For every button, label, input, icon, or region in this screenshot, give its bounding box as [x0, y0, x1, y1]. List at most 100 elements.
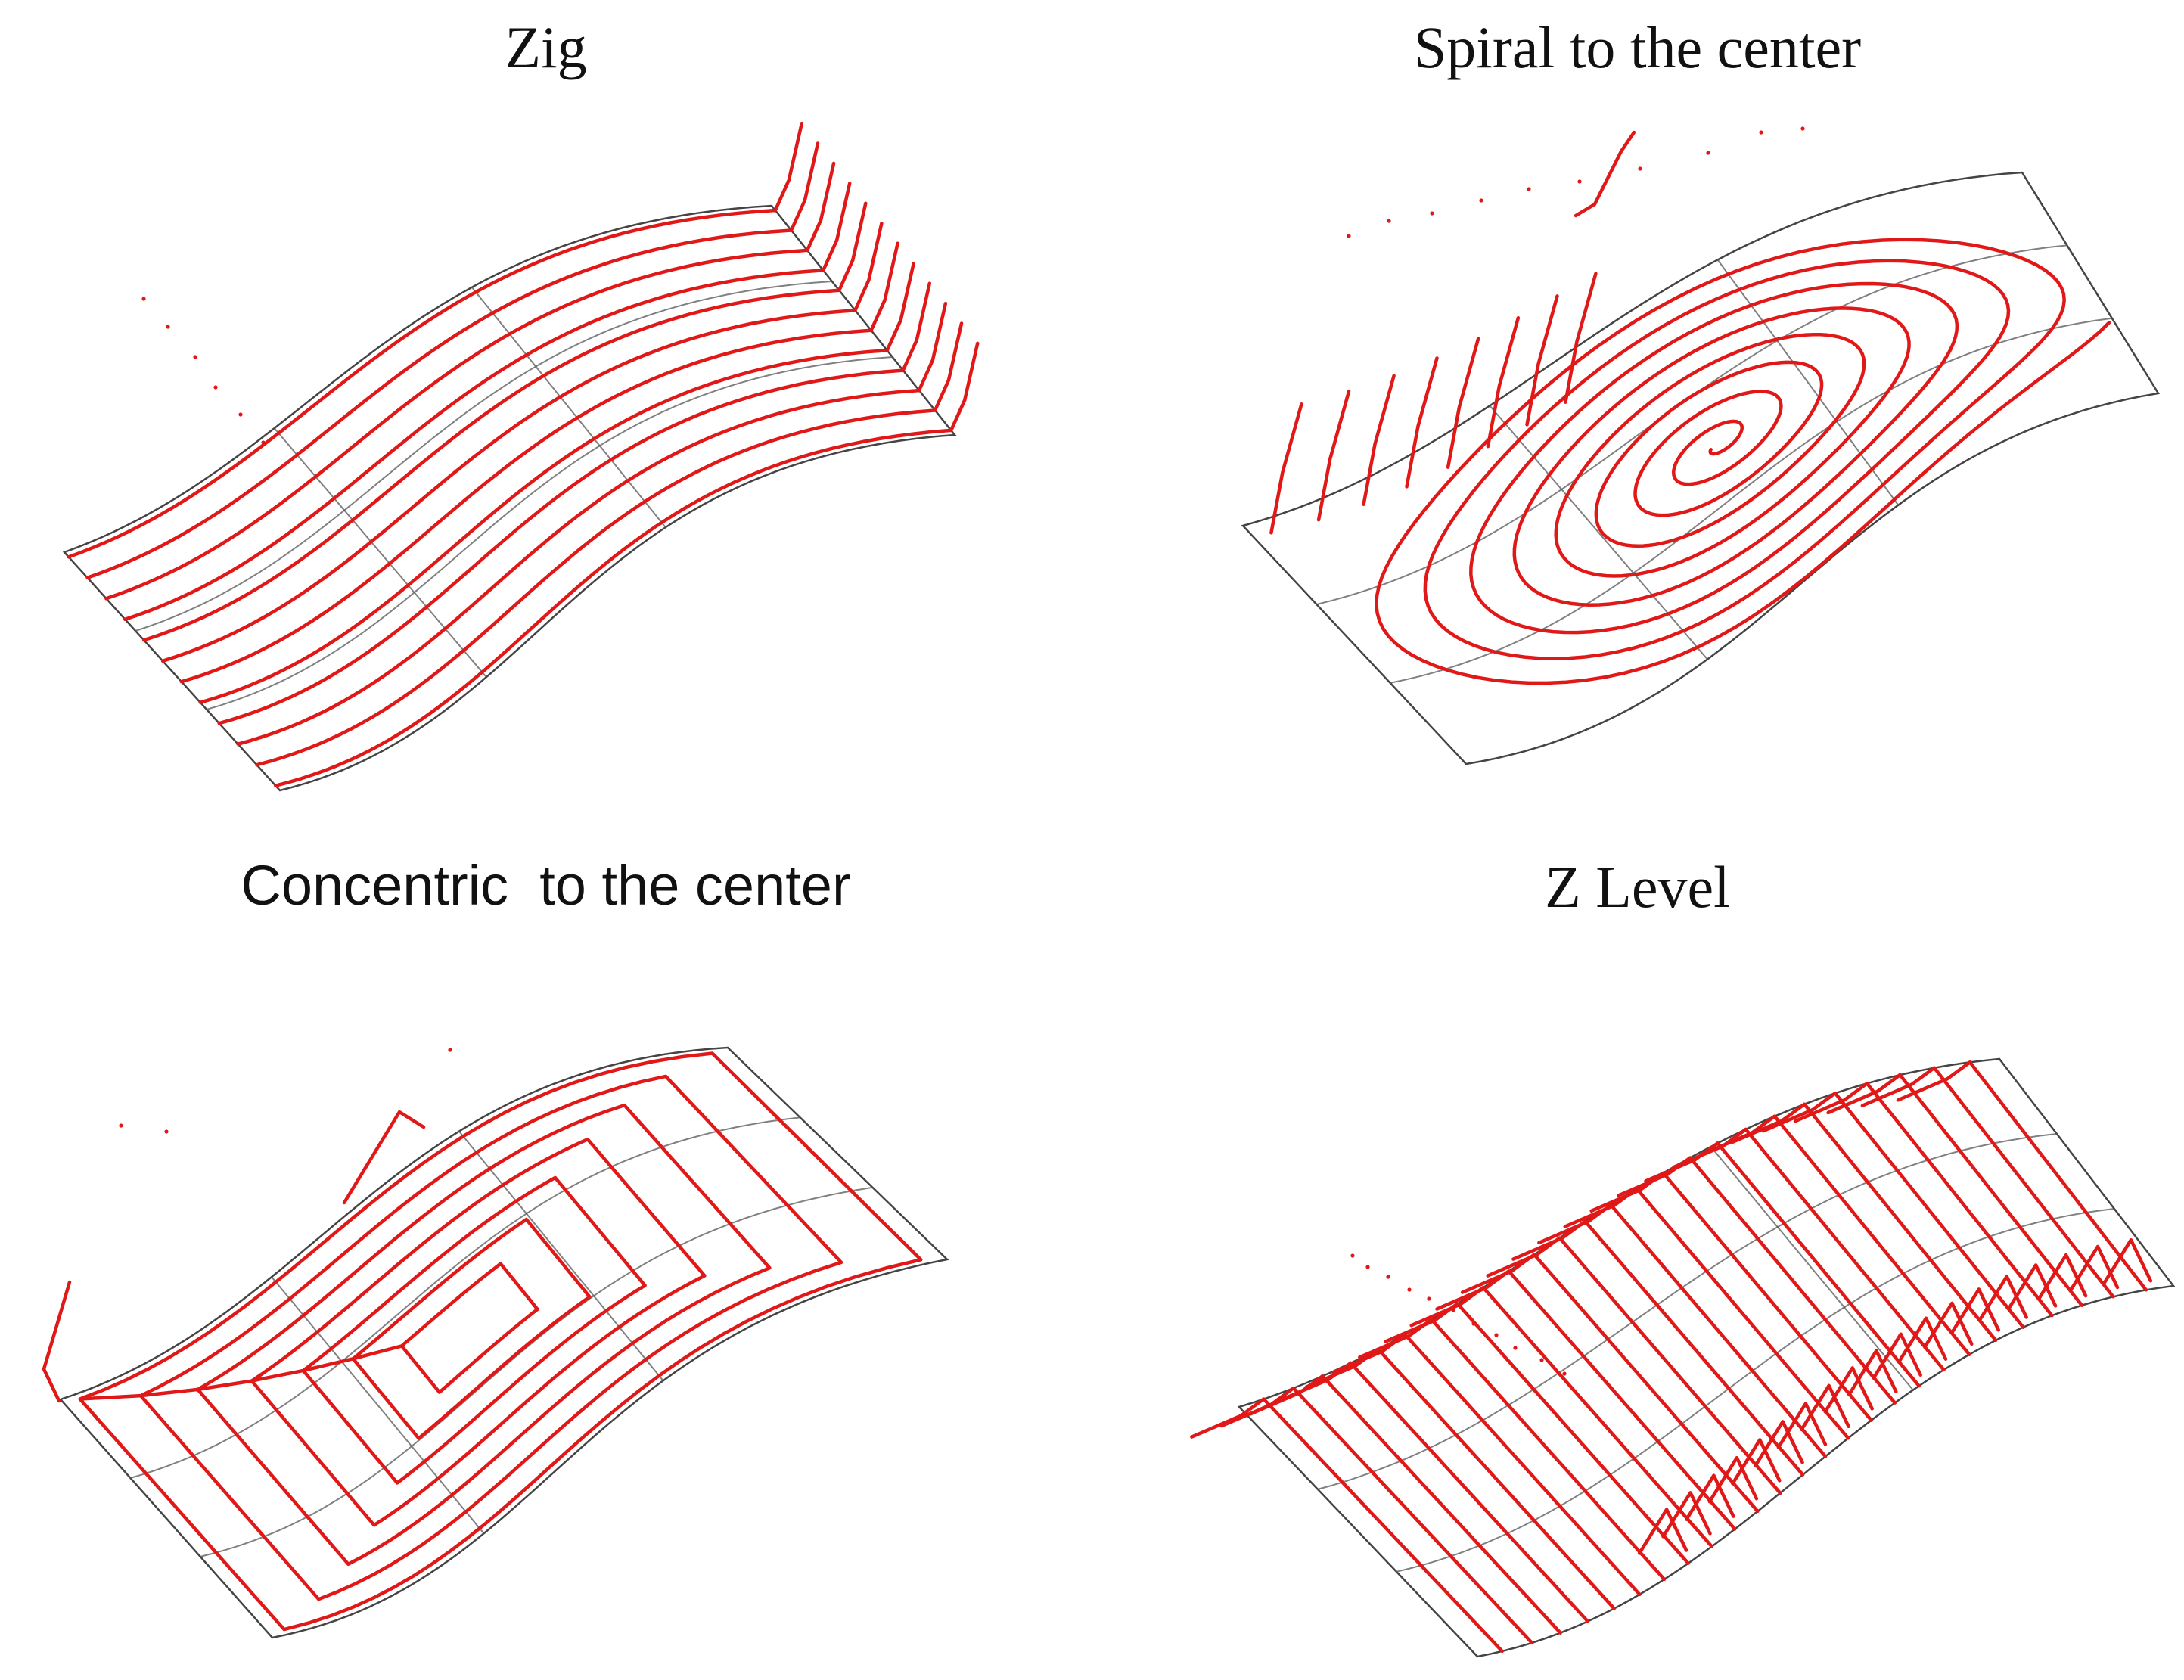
toolpath-contour — [1968, 1060, 2148, 1292]
approach-point — [164, 1129, 169, 1134]
grid-line — [458, 1130, 664, 1381]
toolpath-contour — [1754, 1420, 1804, 1467]
retract-leg — [42, 1280, 72, 1403]
approach-point — [213, 385, 218, 390]
toolpath-contour — [1376, 1347, 1616, 1610]
approach-point — [1577, 179, 1582, 184]
toolpath-pass — [274, 341, 980, 787]
toolpath-contour — [1349, 1361, 1590, 1623]
panel-spiral: Spiral to the center — [1092, 0, 2183, 840]
approach-point — [1494, 1333, 1499, 1337]
surface-patch — [1241, 171, 2161, 765]
surface-patch — [58, 1046, 949, 1639]
toolpath-contour — [1744, 1127, 1946, 1372]
approach-point — [141, 297, 146, 301]
toolpath-contour — [2006, 1263, 2058, 1311]
toolpath-contour — [1847, 1349, 1898, 1396]
toolpath-contour — [1661, 1171, 1873, 1422]
toolpath-contour — [1558, 1236, 1782, 1495]
grid-line — [130, 1116, 800, 1479]
toolpath-contour — [1772, 1114, 1971, 1356]
retract-leg — [1860, 1066, 1937, 1107]
retract-leg — [1574, 130, 1636, 218]
toolpath-contour — [1897, 1316, 1948, 1364]
toolpath-contour — [1685, 1473, 1735, 1521]
toolpath-contour — [1872, 1332, 1922, 1380]
approach-point — [1427, 1296, 1431, 1301]
approach-point — [1513, 1346, 1518, 1350]
approach-point — [166, 325, 170, 329]
grid-line — [1716, 259, 1900, 506]
approach-point — [238, 412, 243, 417]
approach-point — [1430, 211, 1434, 216]
surface-patch — [1237, 1057, 2176, 1658]
toolpath-contour — [1507, 1269, 1737, 1531]
toolpath-contour — [1688, 1156, 1897, 1405]
grid-line — [1710, 1146, 1914, 1391]
approach-point — [1539, 1358, 1544, 1362]
approach-point — [1365, 1265, 1370, 1269]
grid-line — [271, 1276, 485, 1534]
retract-leg — [1896, 1060, 1972, 1102]
retract-leg — [1362, 374, 1396, 506]
panel-title-concentric: Concentric to the center — [241, 854, 851, 917]
approach-point — [1527, 187, 1531, 191]
toolpath-contour — [1661, 1491, 1712, 1539]
toolpath-pass — [217, 281, 932, 725]
approach-point — [1638, 166, 1642, 171]
toolpath-pass — [67, 121, 804, 559]
grid-line — [1390, 317, 2112, 684]
toolpath-contour — [1320, 1374, 1562, 1635]
grid-line — [273, 427, 487, 678]
panel-zig: Zig — [0, 0, 1092, 840]
retract-leg — [1269, 402, 1303, 535]
approach-point — [1350, 1253, 1355, 1258]
toolpath-contour — [1823, 1366, 1874, 1414]
toolpath-contour — [1532, 1253, 1760, 1514]
toolpath-concentric — [78, 1051, 923, 1632]
toolpath-contour — [1707, 1455, 1759, 1504]
approach-point — [1706, 151, 1710, 155]
grid-line — [471, 287, 666, 528]
toolpath-pass — [123, 182, 852, 622]
toolpath-contour — [2102, 1237, 2153, 1286]
toolpath-pass — [160, 222, 884, 663]
grid-line — [206, 356, 893, 710]
panel-title-zlevel: Z Level — [1545, 854, 1730, 920]
retract-leg — [1826, 1073, 1902, 1115]
toolpath-pass — [236, 301, 948, 746]
toolpath-contour — [1455, 1302, 1690, 1565]
retract-leg — [1405, 356, 1439, 489]
toolpath-contour — [1833, 1091, 2025, 1329]
grid-line — [1316, 244, 2067, 605]
approach-point — [261, 440, 266, 445]
retract-leg — [1316, 389, 1351, 522]
approach-point — [1479, 198, 1483, 203]
toolpath-pass — [255, 321, 964, 767]
retract-leg — [342, 1110, 426, 1205]
retract-leg — [1446, 337, 1480, 469]
approach-point — [1386, 1275, 1390, 1279]
toolpath-contour — [1291, 1386, 1534, 1645]
retract-leg — [1525, 294, 1559, 427]
grid-line — [1396, 1208, 2114, 1573]
approach-point — [193, 355, 197, 359]
retract-leg — [1564, 272, 1598, 404]
approach-point — [1451, 1308, 1455, 1312]
surface-patch — [62, 204, 957, 792]
toolpath-contour — [1923, 1301, 1974, 1349]
panel-title-spiral: Spiral to the center — [1413, 14, 1862, 80]
surface-zig — [62, 121, 980, 792]
approach-point — [1347, 234, 1351, 238]
toolpath-contour — [1977, 1275, 2028, 1322]
toolpath-contour — [1583, 1219, 1805, 1477]
approach-point — [1800, 126, 1805, 131]
toolpath-contour — [1949, 1287, 2001, 1335]
approach-point — [1759, 130, 1763, 135]
toolpath-contour — [1403, 1333, 1642, 1597]
toolpath-contour — [1637, 1508, 1688, 1555]
panel-concentric: Concentric to the center — [0, 840, 1092, 1679]
approach-point — [119, 1123, 123, 1128]
toolpath-contour — [1716, 1141, 1921, 1388]
toolpath-pass — [141, 201, 868, 642]
